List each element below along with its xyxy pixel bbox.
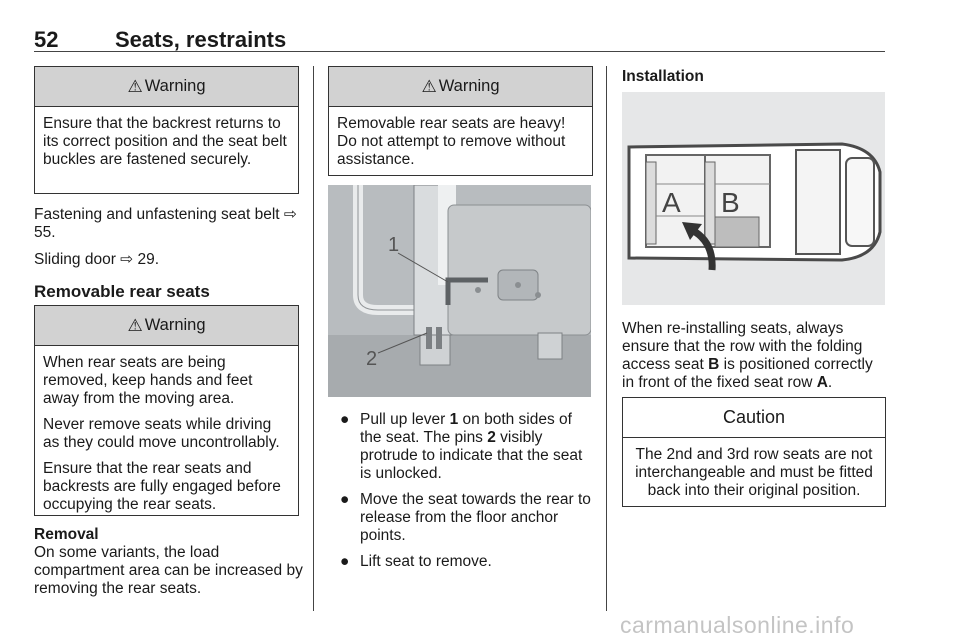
- section-title: Removable rear seats: [34, 282, 210, 301]
- warning-text: Ensure that the backrest returns to its …: [43, 115, 287, 168]
- callout-label-2: 2: [366, 348, 377, 370]
- left-body: Fastening and unfastening seat belt ⇨ 55…: [34, 206, 304, 301]
- installation-title: Installation: [622, 68, 704, 85]
- column-divider-left: [313, 66, 314, 611]
- page-number: 52: [34, 27, 59, 52]
- warning-triangle-icon: ⚠: [127, 315, 143, 335]
- step-ref: 2: [487, 429, 496, 446]
- sliding-door-reference: Sliding door ⇨ 29.: [34, 251, 160, 268]
- install-text: When re-installing seats, always ensure …: [622, 320, 863, 373]
- warning-box-backrest: ⚠Warning Ensure that the backrest return…: [34, 66, 299, 194]
- warning-triangle-icon: ⚠: [127, 76, 143, 96]
- removal-steps: ● Pull up lever 1 on both sides of the s…: [336, 411, 594, 579]
- caution-text: The 2nd and 3rd row seats are not interc…: [635, 446, 873, 499]
- site-watermark: carmanualsonline.info: [620, 612, 855, 638]
- step-text: on both sides of the seat. The pins: [360, 411, 572, 446]
- list-item: ● Move the seat towards the rear to rele…: [336, 491, 594, 545]
- step-text: Pull up lever: [360, 411, 450, 428]
- removal-title: Removal: [34, 526, 99, 543]
- warning-paragraph: Ensure that the rear seats and backrests…: [43, 460, 281, 513]
- header-divider: [34, 51, 885, 52]
- seat-row-b-label: B: [721, 187, 740, 218]
- bullet-dot-icon: ●: [340, 411, 350, 428]
- seat-row-a-label: A: [662, 187, 681, 218]
- seat-ref-a: A: [816, 374, 828, 391]
- caution-header: Caution: [623, 398, 885, 438]
- seat-ref-b: B: [708, 356, 720, 373]
- warning-title: Warning: [438, 77, 500, 95]
- warning-header: ⚠Warning: [35, 67, 298, 107]
- caution-box: Caution The 2nd and 3rd row seats are no…: [622, 397, 886, 507]
- warning-text: Removable rear seats are heavy! Do not a…: [337, 115, 566, 168]
- bullet-dot-icon: ●: [340, 491, 350, 508]
- warning-title: Warning: [144, 77, 206, 95]
- van-seat-layout: A B: [622, 92, 885, 305]
- warning-paragraph: When rear seats are being removed, keep …: [43, 354, 253, 407]
- seat-layout-diagram: A B: [622, 92, 885, 305]
- seat-belt-reference: Fastening and unfastening seat belt ⇨ 55…: [34, 206, 297, 241]
- install-text: is positioned correctly in front of the …: [622, 356, 873, 391]
- warning-title: Warning: [144, 316, 206, 334]
- warning-paragraph: Never remove seats while driving as they…: [43, 416, 280, 451]
- seat-lever-photo: 1 2: [328, 185, 591, 397]
- bullet-dot-icon: ●: [340, 553, 350, 570]
- callout-label-1: 1: [388, 234, 399, 256]
- warning-header: ⚠Warning: [35, 306, 298, 346]
- step-text: visibly protrude to indicate that the se…: [360, 429, 583, 482]
- step-text: Lift seat to remove.: [360, 553, 492, 570]
- removal-text: On some variants, the load compartment a…: [34, 544, 303, 597]
- warning-header: ⚠Warning: [329, 67, 592, 107]
- warning-triangle-icon: ⚠: [421, 76, 437, 96]
- install-text: .: [827, 374, 833, 391]
- list-item: ● Lift seat to remove.: [336, 553, 594, 571]
- seat-lever-illustration: 1 2: [328, 185, 591, 397]
- page-title: Seats, restraints: [115, 27, 287, 52]
- warning-box-removal: ⚠Warning When rear seats are being remov…: [34, 305, 299, 516]
- column-divider-right: [606, 66, 607, 611]
- warning-box-heavy: ⚠Warning Removable rear seats are heavy!…: [328, 66, 593, 176]
- step-ref: 1: [449, 411, 459, 428]
- removal-section: Removal On some variants, the load compa…: [34, 526, 304, 598]
- list-item: ● Pull up lever 1 on both sides of the s…: [336, 411, 594, 483]
- installation-text: When re-installing seats, always ensure …: [622, 320, 887, 392]
- step-text: Move the seat towards the rear to releas…: [360, 491, 591, 544]
